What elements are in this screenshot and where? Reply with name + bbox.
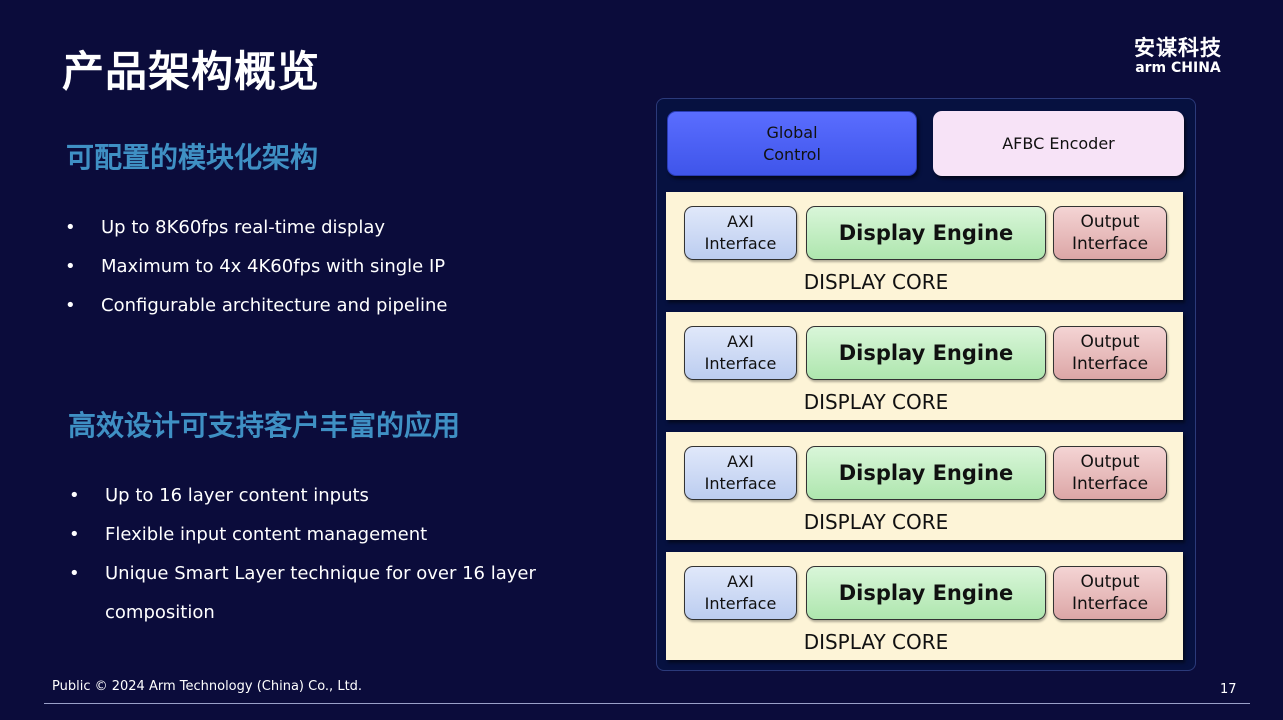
label: AXI — [727, 212, 754, 231]
label: Control — [763, 144, 821, 164]
bullet: Configurable architecture and pipeline — [65, 286, 447, 325]
axi-interface-block: AXI Interface — [684, 206, 797, 260]
label: Output — [1080, 332, 1140, 352]
display-engine-block: Display Engine — [806, 206, 1046, 260]
axi-interface-block: AXI Interface — [684, 566, 797, 620]
label: Interface — [1071, 474, 1149, 494]
section1-bullets: Up to 8K60fps real-time display Maximum … — [65, 208, 447, 325]
bullet-continuation: composition — [69, 593, 536, 632]
axi-interface-block: AXI Interface — [684, 326, 797, 380]
label: Global — [766, 122, 818, 142]
logo-en: arm CHINA — [1135, 60, 1221, 76]
label: Output — [1080, 572, 1140, 592]
section2-heading: 高效设计可支持客户丰富的应用 — [68, 409, 461, 442]
display-core-label: DISPLAY CORE — [803, 630, 949, 654]
label: AXI — [727, 572, 754, 591]
label: Interface — [1071, 234, 1149, 254]
footer-copyright: Public © 2024 Arm Technology (China) Co.… — [52, 679, 363, 694]
label: Interface — [704, 234, 777, 253]
display-core-label: DISPLAY CORE — [803, 510, 949, 534]
label: Output — [1080, 452, 1140, 472]
label: Interface — [704, 474, 777, 493]
axi-interface-block: AXI Interface — [684, 446, 797, 500]
display-engine-block: Display Engine — [806, 566, 1046, 620]
bullet-text: composition — [105, 602, 215, 623]
label: Interface — [704, 354, 777, 373]
display-engine-block: Display Engine — [806, 326, 1046, 380]
bullet: Maximum to 4x 4K60fps with single IP — [65, 247, 447, 286]
section1-heading: 可配置的模块化架构 — [66, 141, 319, 174]
label: Output — [1080, 212, 1140, 232]
display-core-label: DISPLAY CORE — [803, 390, 949, 414]
page-title: 产品架构概览 — [62, 47, 321, 96]
label: Interface — [1071, 354, 1149, 374]
bullet: Flexible input content management — [69, 515, 536, 554]
bullet: Unique Smart Layer technique for over 16… — [69, 554, 536, 593]
label: Interface — [704, 594, 777, 613]
section2-bullets: Up to 16 layer content inputs Flexible i… — [69, 476, 536, 632]
footer-divider — [44, 703, 1250, 704]
page-number: 17 — [1220, 682, 1237, 697]
bullet: Up to 16 layer content inputs — [69, 476, 536, 515]
label: Interface — [1071, 594, 1149, 614]
label: AXI — [727, 452, 754, 471]
logo-cn: 安谋科技 — [1134, 36, 1222, 60]
bullet: Up to 8K60fps real-time display — [65, 208, 447, 247]
display-core-label: DISPLAY CORE — [803, 270, 949, 294]
arm-china-logo: 安谋科技 arm CHINA — [1134, 32, 1222, 76]
label: AXI — [727, 332, 754, 351]
display-engine-block: Display Engine — [806, 446, 1046, 500]
afbc-encoder-block: AFBC Encoder — [933, 111, 1184, 176]
